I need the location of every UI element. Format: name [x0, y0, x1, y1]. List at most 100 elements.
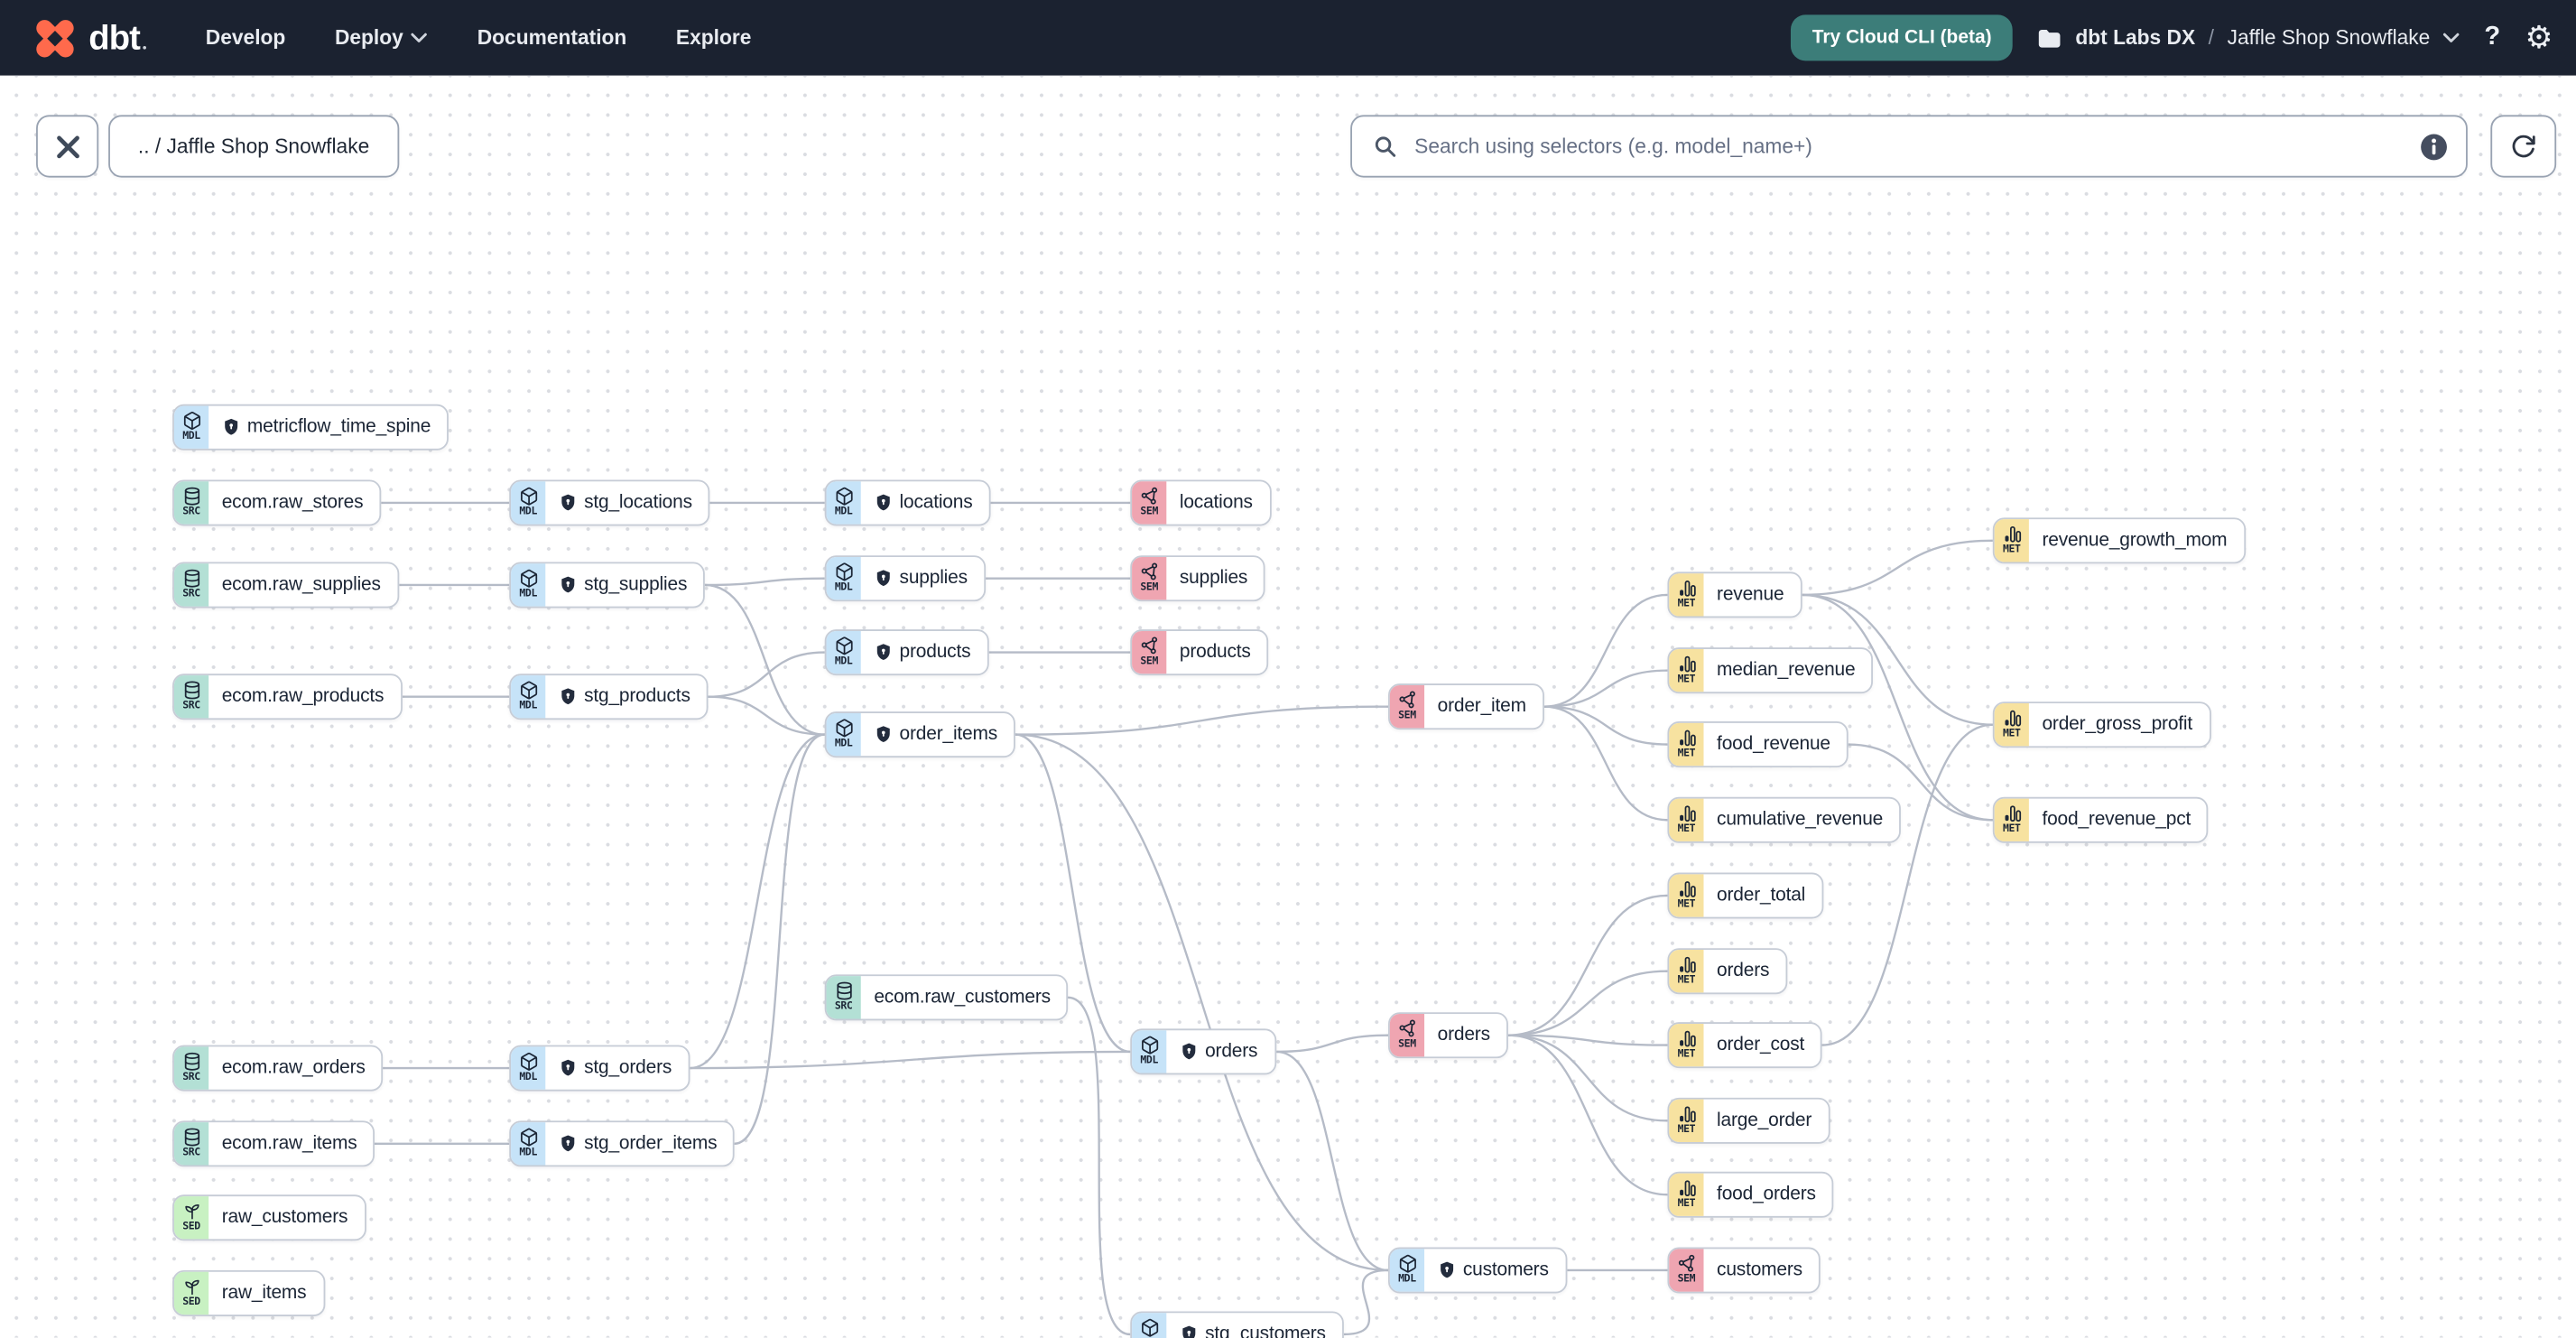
try-cloud-cli-button[interactable]: Try Cloud CLI (beta) — [1791, 14, 2014, 61]
node-type-badge: MET — [1669, 573, 1704, 617]
breadcrumb-separator: / — [2208, 26, 2215, 50]
node-type-badge: MET — [1994, 519, 2029, 562]
shield-lock-icon — [1182, 1326, 1196, 1338]
cube-icon — [520, 1053, 537, 1072]
shield-lock-icon — [561, 495, 575, 511]
node-type-badge: SEM — [1132, 630, 1167, 674]
node-label: cumulative_revenue — [1717, 810, 1884, 831]
cube-icon — [835, 719, 852, 738]
info-icon[interactable] — [2418, 131, 2450, 163]
node-label: large_order — [1717, 1110, 1812, 1131]
database-icon — [183, 570, 199, 589]
project-switcher[interactable]: dbt Labs DX / Jaffle Shop Snowflake — [2038, 26, 2460, 50]
node-body: median_revenue — [1703, 649, 1871, 692]
node-label: ecom.raw_items — [221, 1133, 357, 1154]
node-type-badge: SRC — [173, 563, 209, 607]
nav-item-explore[interactable]: Explore — [675, 26, 752, 50]
node-body: customers — [1424, 1249, 1565, 1291]
node-type-badge: MET — [1994, 703, 2029, 747]
node-label: ecom.raw_supplies — [221, 575, 381, 595]
semantic-graph-icon — [1140, 488, 1157, 506]
selector-search — [1350, 115, 2468, 178]
search-icon — [1375, 136, 1396, 157]
node-label: locations — [899, 493, 973, 513]
node-body: order_gross_profit — [2029, 703, 2209, 746]
node-body: metricflow_time_spine — [208, 406, 447, 449]
node-type-badge: MDL — [173, 405, 209, 449]
node-label: ecom.raw_orders — [221, 1058, 366, 1079]
node-type-badge: MDL — [511, 563, 546, 607]
lineage-breadcrumb[interactable]: .. / Jaffle Shop Snowflake — [108, 115, 399, 178]
node-label: food_orders — [1717, 1185, 1816, 1205]
refresh-icon — [2512, 135, 2535, 158]
node-body: products — [1166, 631, 1267, 674]
node-type-badge: MDL — [1389, 1249, 1425, 1292]
help-icon[interactable]: ? — [2484, 23, 2501, 51]
graph-node-src_raw_orders[interactable]: SRC ecom.raw_orders — [172, 1045, 384, 1092]
close-lineage-button[interactable] — [36, 115, 99, 178]
graph-node-src_raw_supplies[interactable]: SRC ecom.raw_supplies — [172, 562, 399, 609]
node-type-badge: MDL — [1132, 1313, 1167, 1338]
shield-lock-icon — [561, 1060, 575, 1076]
brand-wordmark: dbt — [88, 21, 146, 55]
semantic-graph-icon — [1398, 1020, 1415, 1038]
node-type-badge: SRC — [173, 1046, 209, 1090]
search-input[interactable] — [1411, 133, 2419, 160]
node-body: revenue_growth_mom — [2029, 519, 2244, 562]
node-body: order_cost — [1703, 1024, 1821, 1066]
dbt-logo[interactable]: dbt — [32, 15, 146, 60]
shield-lock-icon — [876, 726, 890, 743]
seed-icon — [184, 1204, 199, 1221]
nav-item-deploy[interactable]: Deploy — [335, 26, 428, 50]
nav-item-documentation[interactable]: Documentation — [477, 26, 627, 50]
folder-icon — [2039, 29, 2062, 47]
node-type-badge: MET — [1669, 1023, 1704, 1067]
refresh-lineage-button[interactable] — [2490, 115, 2557, 178]
node-body: ecom.raw_supplies — [208, 563, 397, 606]
node-type-badge: MDL — [1132, 1030, 1167, 1073]
metric-bars-icon — [1679, 805, 1695, 822]
node-label: raw_items — [221, 1283, 307, 1304]
nav-item-develop[interactable]: Develop — [205, 26, 286, 50]
gear-icon[interactable]: ⚙ — [2525, 20, 2553, 55]
node-type-badge: MET — [1669, 648, 1704, 692]
